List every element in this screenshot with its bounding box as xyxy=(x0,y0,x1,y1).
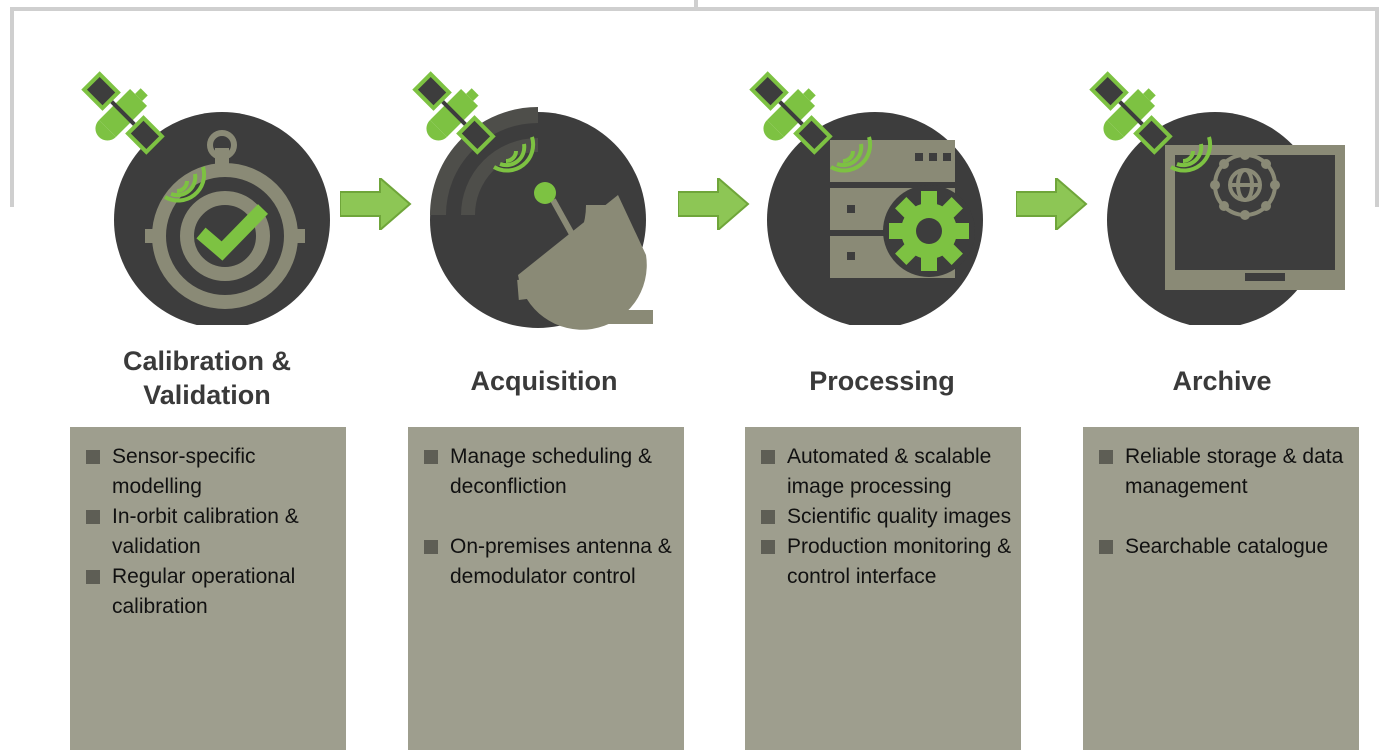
frame-center-tick xyxy=(694,0,698,10)
stage-panel-archive: Reliable storage & data management Searc… xyxy=(1083,427,1359,750)
list-item: Production monitoring & control interfac… xyxy=(761,532,1021,592)
list-item: Sensor-specific modelling xyxy=(86,442,346,502)
list-item: Manage scheduling & deconfliction xyxy=(424,442,684,502)
stage-panel-calibration: Sensor-specific modelling In-orbit calib… xyxy=(70,427,346,750)
satellite-dish-icon xyxy=(408,59,653,330)
stage-title-processing: Processing xyxy=(752,364,1012,398)
list-item: Reliable storage & data management xyxy=(1099,442,1359,502)
server-gear-icon xyxy=(745,59,983,325)
frame-left-line xyxy=(10,7,14,207)
stage-title-acquisition: Acquisition xyxy=(414,364,674,398)
arrow-right-icon xyxy=(678,178,750,230)
stage-title-calibration: Calibration & Validation xyxy=(77,344,337,412)
title-line: Validation xyxy=(143,380,271,410)
stage-panel-acquisition: Manage scheduling & deconfliction On-pre… xyxy=(408,427,684,750)
frame-right-line xyxy=(1375,7,1379,207)
list-item: Searchable catalogue xyxy=(1099,532,1359,562)
list-item: Scientific quality images xyxy=(761,502,1021,532)
list-item: In-orbit calibration & validation xyxy=(86,502,346,562)
list-item: Regular operational calibration xyxy=(86,562,346,622)
title-line: Acquisition xyxy=(470,366,618,396)
arrow-right-icon xyxy=(1016,178,1088,230)
arrow-right-icon xyxy=(340,178,412,230)
list-item: On-premises antenna & demodulator contro… xyxy=(424,532,684,592)
laptop-globe-icon xyxy=(1085,59,1345,325)
title-line: Calibration & xyxy=(122,346,291,376)
title-line: Archive xyxy=(1172,366,1272,396)
stage-title-archive: Archive xyxy=(1092,364,1352,398)
stage-panel-processing: Automated & scalable image processing Sc… xyxy=(745,427,1021,750)
list-item: Automated & scalable image processing xyxy=(761,442,1021,502)
title-line: Processing xyxy=(809,366,955,396)
satellite-target-check-icon xyxy=(75,59,330,325)
